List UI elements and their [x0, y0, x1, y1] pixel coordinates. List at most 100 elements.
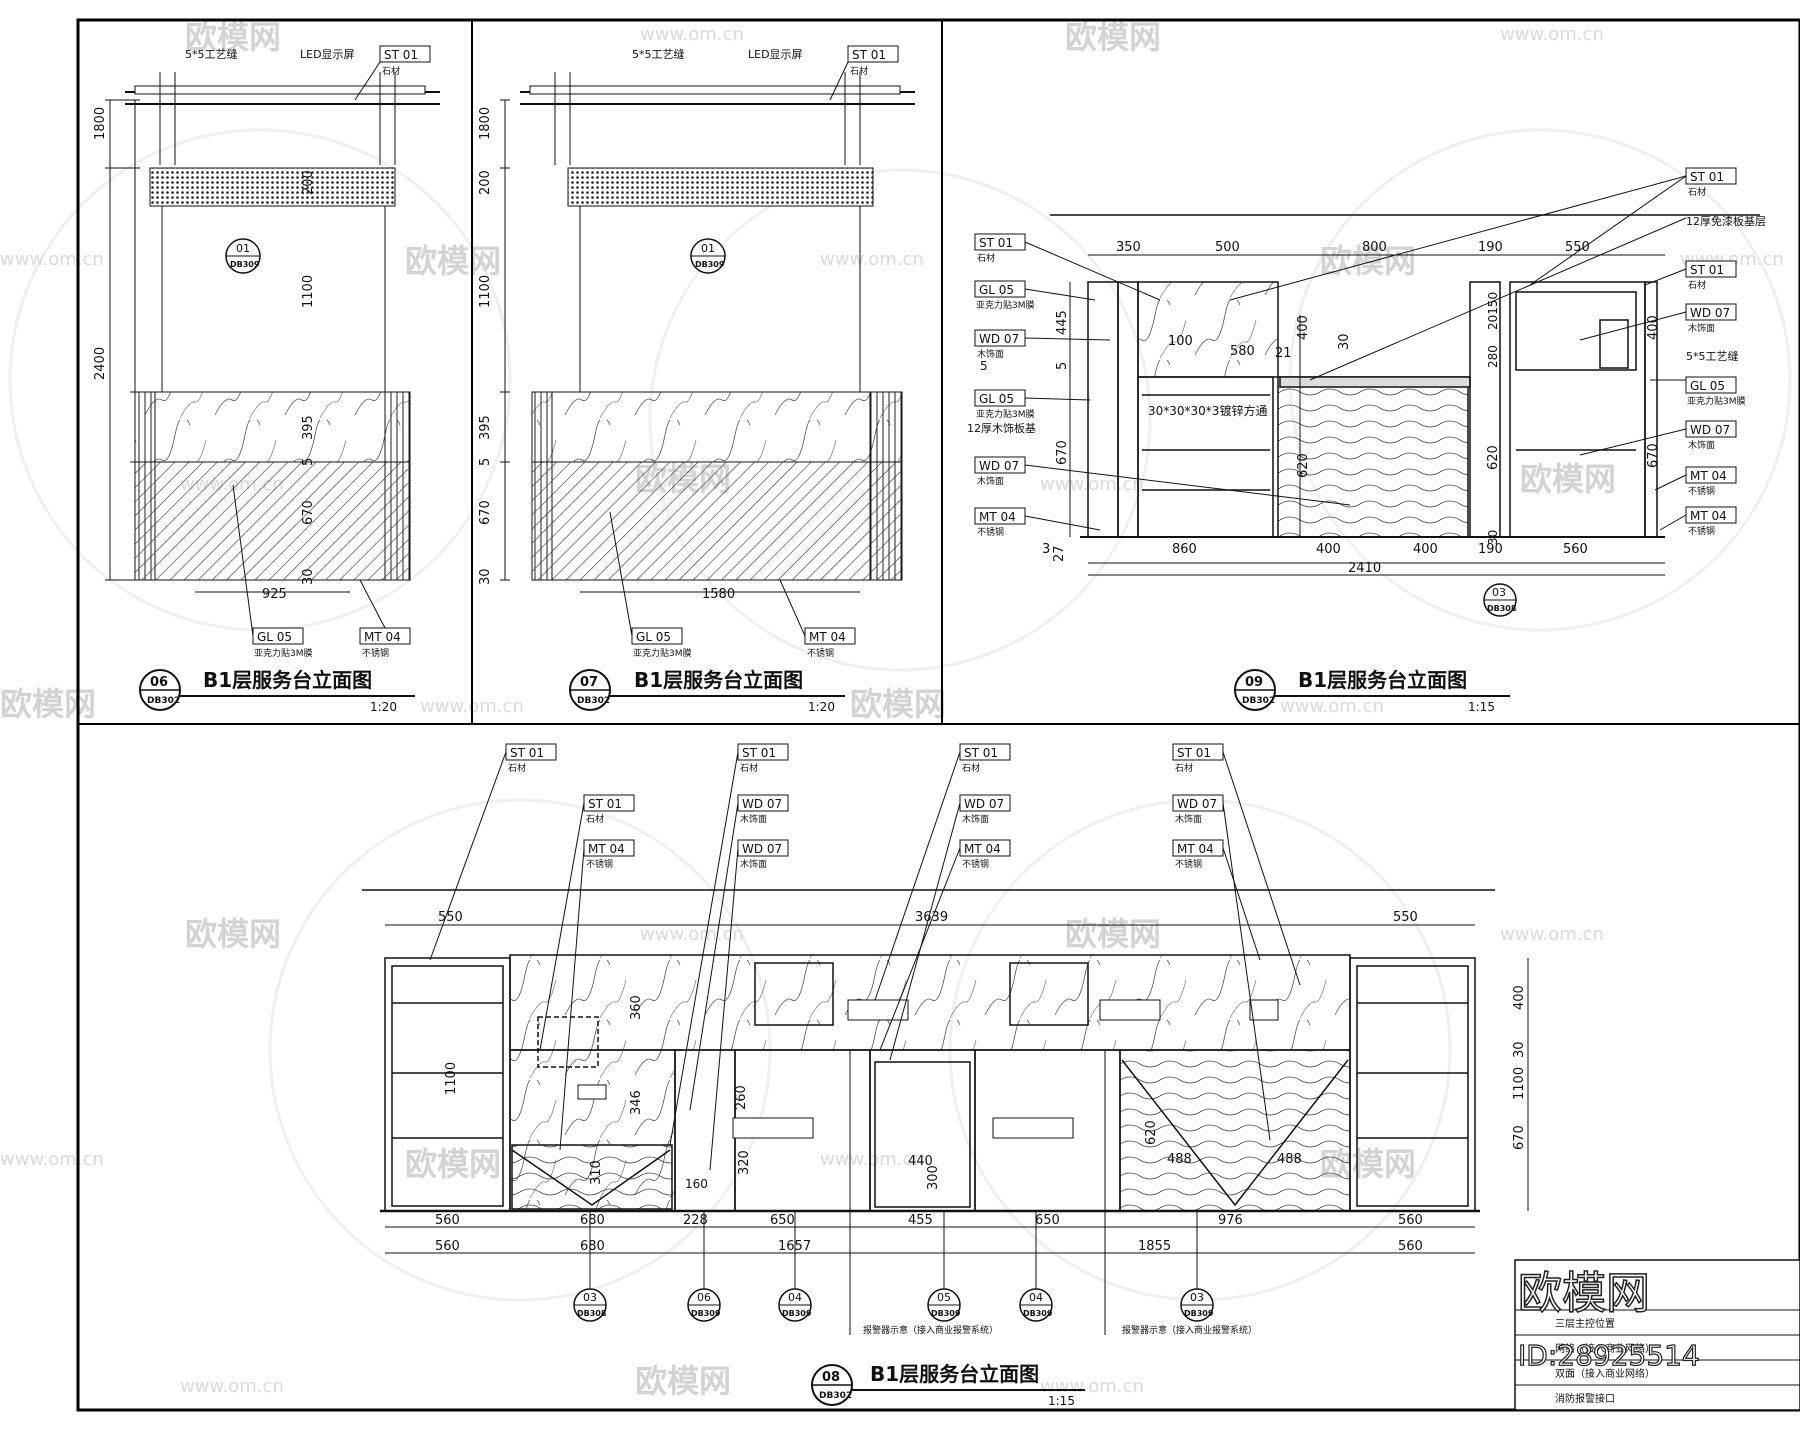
- svg-text:报警器示意（接入商业报警系统）: 报警器示意（接入商业报警系统）: [1122, 1324, 1257, 1336]
- svg-text:30: 30: [1486, 530, 1500, 545]
- svg-text:双面（接入商业网络）: 双面（接入商业网络）: [1555, 1367, 1655, 1380]
- svg-text:550: 550: [1565, 240, 1590, 255]
- watermark-url: www.om.cn: [820, 249, 924, 270]
- svg-text:DB302: DB302: [577, 696, 610, 706]
- right-callouts: ST 01 石材 12厚免漆板基层 ST 01 石材 WD 07 木饰面 5*5…: [1229, 167, 1766, 537]
- svg-text:190: 190: [1478, 542, 1503, 557]
- svg-text:木饰面: 木饰面: [1688, 322, 1715, 334]
- svg-text:5: 5: [980, 359, 988, 373]
- svg-text:976: 976: [1218, 1213, 1243, 1228]
- counter-section: [1080, 281, 1665, 538]
- bottom-notes: [849, 1050, 1106, 1335]
- led-light-box: [149, 167, 396, 207]
- svg-text:550: 550: [1393, 910, 1418, 925]
- svg-text:650: 650: [1035, 1213, 1060, 1228]
- svg-text:07: 07: [580, 675, 598, 690]
- svg-text:12厚免漆板基层: 12厚免漆板基层: [1686, 214, 1766, 228]
- svg-text:30: 30: [1337, 333, 1352, 350]
- detail-ref-01-dt309: 01 DB309: [225, 238, 261, 274]
- svg-text:MT 04: MT 04: [964, 842, 1001, 856]
- elevation-panel-06: 1800 200 1100 2400 395 5 670 30 925 ST 0…: [93, 45, 440, 714]
- svg-text:WD 07: WD 07: [1690, 423, 1730, 437]
- svg-text:石材: 石材: [382, 65, 400, 77]
- svg-text:01: 01: [701, 242, 715, 255]
- watermark-logo: 欧模网: [1065, 18, 1161, 56]
- svg-text:ST 01: ST 01: [588, 797, 622, 811]
- svg-text:B1层服务台立面图: B1层服务台立面图: [870, 1362, 1039, 1386]
- svg-text:5: 5: [1055, 362, 1070, 370]
- watermark-logo: 欧模网: [1065, 915, 1161, 953]
- svg-text:12厚木饰板基: 12厚木饰板基: [967, 421, 1036, 435]
- svg-text:30: 30: [1512, 1041, 1527, 1058]
- section-refs: 03DB30806DB30904DB30905DB30904DB30903DB3…: [573, 1211, 1214, 1322]
- model-id-text: ID:28925514: [1518, 1339, 1700, 1372]
- callout-led: LED显示屏: [748, 48, 803, 61]
- svg-text:620: 620: [1486, 445, 1501, 470]
- svg-text:560: 560: [1398, 1239, 1423, 1254]
- svg-text:190: 190: [1478, 240, 1503, 255]
- callout-led: LED显示屏: [300, 48, 355, 61]
- svg-text:395: 395: [301, 415, 316, 440]
- svg-text:925: 925: [262, 587, 287, 602]
- svg-text:1:15: 1:15: [1048, 1394, 1075, 1408]
- callout-st01: ST 01 石材: [354, 45, 431, 101]
- svg-text:1:15: 1:15: [1468, 700, 1495, 714]
- socket-boxes: [577, 999, 1279, 1139]
- svg-text:800: 800: [1362, 240, 1387, 255]
- svg-text:木饰面: 木饰面: [962, 813, 989, 825]
- section-ref-sheet: DB309: [691, 1309, 721, 1318]
- svg-text:亚克力贴3M膜: 亚克力贴3M膜: [1687, 395, 1746, 407]
- svg-text:WD 07: WD 07: [979, 332, 1019, 346]
- svg-text:2410: 2410: [1348, 561, 1381, 576]
- svg-text:200: 200: [478, 170, 493, 195]
- callout-gl05: GL 05 亚克力贴3M膜: [609, 511, 692, 659]
- view-title-08: 08 DB302 B1层服务台立面图 1:15: [811, 1362, 1085, 1408]
- svg-text:260: 260: [734, 1085, 749, 1110]
- watermark-logo: 欧模网: [405, 1145, 501, 1183]
- svg-text:670: 670: [1646, 443, 1661, 468]
- svg-text:MT 04: MT 04: [364, 630, 401, 644]
- svg-text:860: 860: [1172, 542, 1197, 557]
- svg-text:MT 04: MT 04: [1690, 509, 1727, 523]
- svg-text:1:20: 1:20: [370, 700, 397, 714]
- svg-text:木饰面: 木饰面: [740, 858, 767, 870]
- watermark-logo: 欧模网: [0, 685, 96, 723]
- site-logo-text: 欧模网: [1518, 1268, 1650, 1319]
- watermark-url: www.om.cn: [1500, 24, 1604, 45]
- svg-text:网络（接入商业网络）: 网络（接入商业网络）: [1555, 1342, 1655, 1355]
- watermark-logo: 欧模网: [850, 685, 946, 723]
- svg-text:30: 30: [301, 568, 316, 585]
- svg-text:木饰面: 木饰面: [977, 348, 1004, 360]
- svg-text:670: 670: [1055, 440, 1070, 465]
- svg-text:ST 01: ST 01: [1177, 746, 1211, 760]
- svg-text:300: 300: [926, 1165, 941, 1190]
- callout-gongyifeng: 5*5工艺缝: [632, 47, 685, 61]
- svg-text:石材: 石材: [962, 762, 980, 774]
- legend-block: 三层主控位置 网络（接入商业网络） 双面（接入商业网络） 消防报警接口 欧模网 …: [1514, 1259, 1800, 1411]
- section-ref-number: 04: [1029, 1291, 1043, 1304]
- svg-text:09: 09: [1245, 675, 1263, 690]
- section-ref-sheet: DB309: [1023, 1309, 1053, 1318]
- svg-text:01: 01: [236, 242, 250, 255]
- svg-text:560: 560: [435, 1239, 460, 1254]
- section-ref-number: 05: [937, 1291, 951, 1304]
- svg-text:MT 04: MT 04: [1690, 469, 1727, 483]
- svg-text:400: 400: [1512, 985, 1527, 1010]
- section-ref-number: 06: [697, 1291, 711, 1304]
- svg-text:三层主控位置: 三层主控位置: [1555, 1317, 1615, 1330]
- svg-text:DB308: DB308: [1487, 604, 1517, 613]
- watermark-logo: 欧模网: [185, 18, 281, 56]
- svg-text:WD 07: WD 07: [1690, 306, 1730, 320]
- svg-text:100: 100: [1168, 334, 1193, 349]
- svg-text:228: 228: [683, 1213, 708, 1228]
- dimension-lines: [1069, 254, 1665, 576]
- svg-text:30*30*30*3镀锌方通: 30*30*30*3镀锌方通: [1148, 403, 1267, 418]
- led-light-box: [567, 167, 874, 207]
- svg-text:680: 680: [580, 1213, 605, 1228]
- svg-text:MT 04: MT 04: [809, 630, 846, 644]
- svg-text:1800: 1800: [478, 107, 493, 140]
- watermark-url: www.om.cn: [640, 24, 744, 45]
- svg-text:5: 5: [301, 458, 316, 466]
